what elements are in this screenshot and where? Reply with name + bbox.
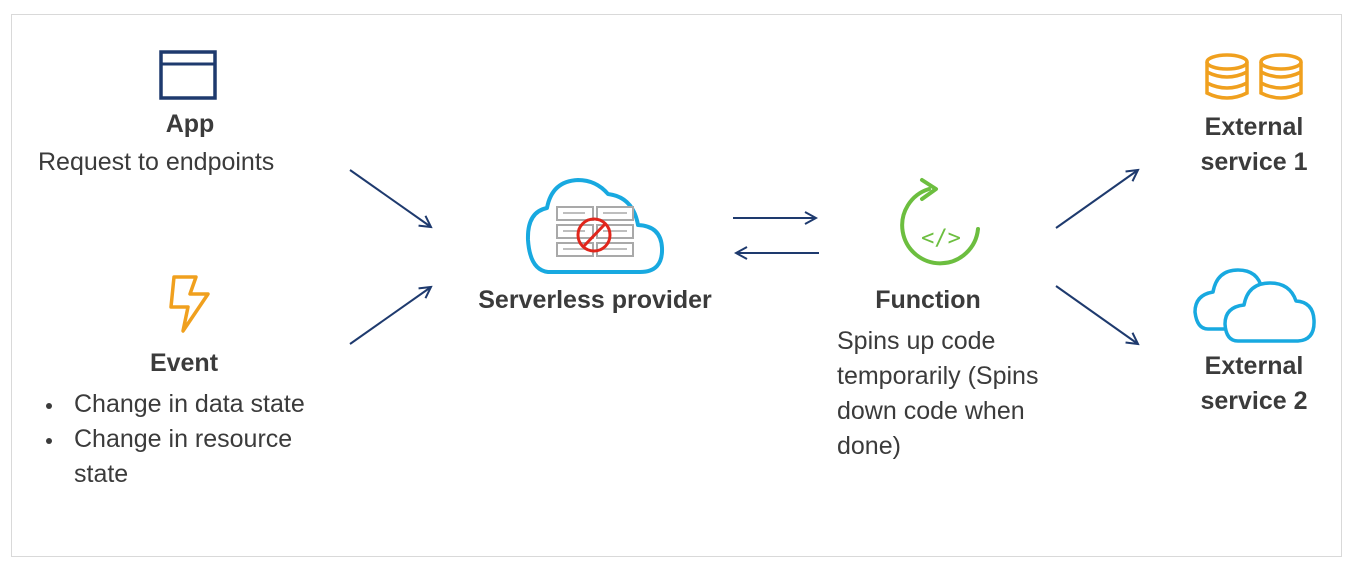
- provider-title: Serverless provider: [478, 286, 712, 314]
- arrow-app-to-provider: [349, 169, 431, 227]
- browser-window-icon: [159, 50, 217, 100]
- arrow-function-to-service2: [1055, 285, 1138, 344]
- service1-title: External service 1: [1200, 113, 1308, 176]
- event-title: Event: [149, 349, 219, 377]
- event-bullet-item: Change in resource state: [38, 422, 338, 492]
- clouds-icon: [1193, 268, 1316, 343]
- event-bullet-item: Change in data state: [38, 387, 338, 422]
- app-description: Request to endpoints: [38, 148, 275, 176]
- app-title: App: [165, 110, 215, 138]
- function-title: Function: [875, 286, 981, 314]
- code-symbol: </>: [921, 226, 961, 251]
- arrow-event-to-provider: [349, 287, 431, 345]
- function-description: Spins up code temporarily (Spins down co…: [837, 327, 1039, 460]
- arrow-function-to-service1: [1055, 170, 1138, 229]
- service2-title: External service 2: [1200, 352, 1308, 415]
- database-stack-icon: [1205, 53, 1303, 100]
- code-refresh-icon: </>: [900, 178, 980, 266]
- lightning-bolt-icon: [169, 275, 210, 333]
- cloud-server-blocked-icon: [525, 178, 665, 274]
- diagram-frame: [11, 14, 1342, 557]
- event-bullet-list: Change in data state Change in resource …: [38, 387, 338, 492]
